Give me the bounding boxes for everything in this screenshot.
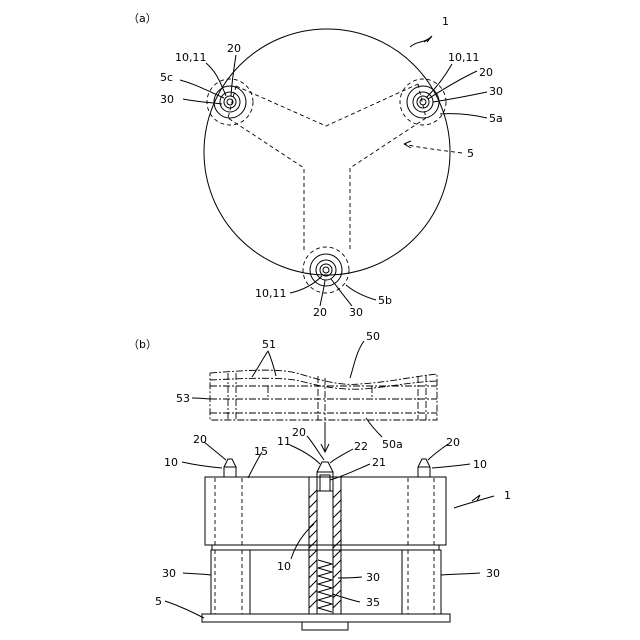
right-pin-housing bbox=[408, 478, 434, 545]
label-guide-5a: 20 bbox=[479, 66, 493, 79]
label-workpiece: 50 bbox=[366, 330, 380, 343]
label-spring-5a: 30 bbox=[489, 85, 503, 98]
label-guide-5c: 20 bbox=[227, 42, 241, 55]
base-plate-arm-a bbox=[418, 84, 426, 118]
spring-housing-left bbox=[211, 550, 250, 614]
pin-ring-5a bbox=[413, 92, 433, 112]
label-arm-5c: 5c bbox=[160, 71, 173, 84]
pin-core-5a bbox=[420, 99, 426, 105]
label-pin-center: 11 bbox=[277, 435, 291, 448]
label-spring-center: 30 bbox=[366, 571, 380, 584]
workpiece-marks bbox=[268, 386, 372, 399]
disc-outline bbox=[204, 29, 450, 275]
plate-lip bbox=[212, 545, 439, 550]
center-pin-assembly bbox=[309, 462, 341, 614]
workpiece bbox=[210, 370, 437, 420]
label-base-b: 5 bbox=[155, 595, 162, 608]
label-spring-right: 30 bbox=[486, 567, 500, 580]
left-pin-housing bbox=[215, 478, 242, 545]
base-plate-body bbox=[202, 614, 450, 622]
panel-a: （a） bbox=[128, 12, 503, 319]
label-arm-5a: 5a bbox=[489, 112, 503, 125]
guide-ring-5c bbox=[214, 86, 246, 118]
workpiece-outline bbox=[210, 370, 437, 420]
pin-inner-5c bbox=[224, 96, 236, 108]
panel-b-label: （b） bbox=[128, 338, 157, 351]
label-device-b: 1 bbox=[504, 489, 511, 502]
label-base-a: 5 bbox=[467, 147, 474, 160]
label-bore: 21 bbox=[372, 456, 386, 469]
workpiece-layer-1 bbox=[210, 378, 437, 389]
label-spring-5b: 30 bbox=[349, 306, 363, 319]
base-plate-arm-c bbox=[228, 86, 236, 118]
label-pin-left: 10 bbox=[164, 456, 178, 469]
leaders-a bbox=[180, 36, 487, 306]
label-pin-5c: 10,11 bbox=[175, 51, 207, 64]
base-plate bbox=[202, 614, 450, 630]
label-plate: 15 bbox=[254, 445, 268, 458]
left-guide-pin bbox=[224, 459, 236, 477]
panel-a-label: （a） bbox=[128, 12, 157, 25]
label-device-a: 1 bbox=[442, 15, 449, 28]
coil-spring bbox=[318, 560, 332, 612]
label-workpiece-layers: 51 bbox=[262, 338, 276, 351]
main-block bbox=[205, 477, 446, 550]
label-guide-left: 20 bbox=[193, 433, 207, 446]
label-guide-5b: 20 bbox=[313, 306, 327, 319]
pin-assembly-5b bbox=[303, 247, 349, 293]
right-guide-pin bbox=[418, 459, 430, 477]
guide-ring-5b bbox=[310, 254, 342, 286]
label-coil: 35 bbox=[366, 596, 380, 609]
label-pin-5b: 10,11 bbox=[255, 287, 287, 300]
pin-core-5b bbox=[323, 267, 329, 273]
label-pin-right: 10 bbox=[473, 458, 487, 471]
plate-body bbox=[205, 477, 446, 545]
insertion-arrow bbox=[321, 422, 329, 452]
label-spring-5c: 30 bbox=[160, 93, 174, 106]
base-plate-outline bbox=[228, 84, 426, 250]
label-workpiece-end: 53 bbox=[176, 392, 190, 405]
pin-inner-5b bbox=[320, 264, 332, 276]
pin-ring-5b bbox=[316, 260, 336, 280]
base-plate-boss bbox=[302, 622, 348, 630]
pin-assembly-5a bbox=[400, 79, 446, 125]
label-guide-right: 20 bbox=[446, 436, 460, 449]
label-workpiece-hole: 50a bbox=[382, 438, 403, 451]
label-spring-left: 30 bbox=[162, 567, 176, 580]
pin-assembly-5c bbox=[207, 79, 253, 125]
panel-b: （b） bbox=[128, 330, 511, 630]
label-pin-5a: 10,11 bbox=[448, 51, 480, 64]
label-pin-body: 10 bbox=[277, 560, 291, 573]
label-arm-5b: 5b bbox=[378, 294, 392, 307]
label-tip: 22 bbox=[354, 440, 368, 453]
label-guide-center: 20 bbox=[292, 426, 306, 439]
